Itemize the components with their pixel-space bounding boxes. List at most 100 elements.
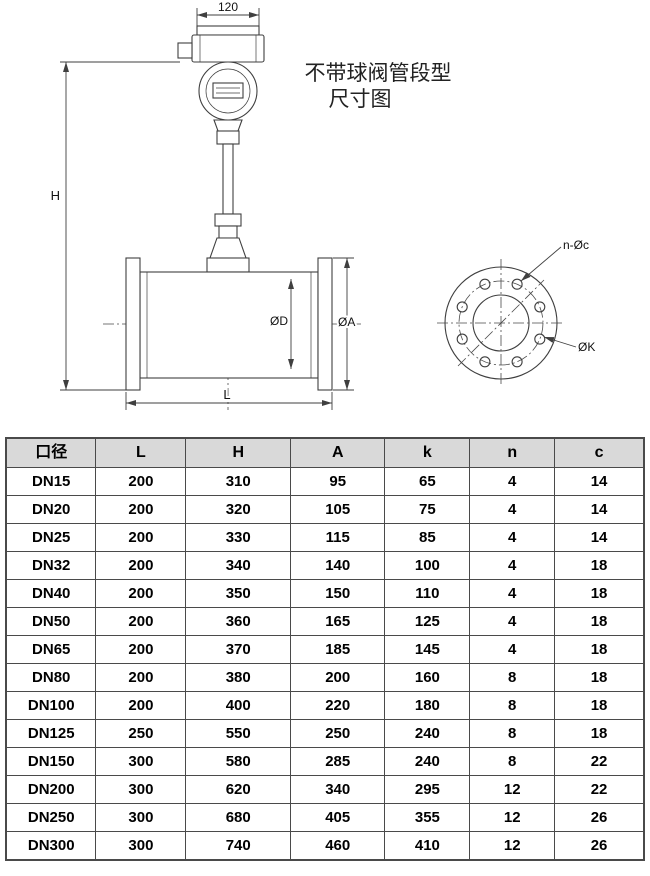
cell: 4: [469, 579, 556, 608]
cell: 200: [95, 579, 187, 608]
cell: 26: [554, 803, 645, 832]
row-label: DN300: [5, 831, 97, 861]
cell: 200: [95, 663, 187, 692]
cell: 4: [469, 523, 556, 552]
cell: 18: [554, 691, 645, 720]
cell: 285: [290, 747, 386, 776]
column-header-1: L: [95, 437, 187, 468]
row-label: DN80: [5, 663, 97, 692]
cell: 12: [469, 775, 556, 804]
flange-end-view: n-Øc ØK: [437, 238, 595, 387]
cell: 110: [384, 579, 471, 608]
dimension-H: H: [51, 61, 180, 391]
cell: 200: [95, 495, 187, 524]
cell: 200: [290, 663, 386, 692]
cell: 65: [384, 467, 471, 496]
row-label: DN15: [5, 467, 97, 496]
cell: 350: [185, 579, 292, 608]
cell: 12: [469, 803, 556, 832]
cell: 340: [185, 551, 292, 580]
cell: 220: [290, 691, 386, 720]
cell: 125: [384, 607, 471, 636]
cell: 740: [185, 831, 292, 861]
cell: 200: [95, 607, 187, 636]
technical-drawing: 120 H ØD ØA: [51, 0, 595, 410]
flowmeter-front-view: 120 H ØD ØA: [51, 0, 364, 410]
cell: 460: [290, 831, 386, 861]
cell: 200: [95, 523, 187, 552]
cell: 75: [384, 495, 471, 524]
cell: 320: [185, 495, 292, 524]
cell: 105: [290, 495, 386, 524]
cell: 22: [554, 747, 645, 776]
transmitter-head: [177, 25, 265, 121]
cell: 95: [290, 467, 386, 496]
row-label: DN250: [5, 803, 97, 832]
mounting-boss: [206, 257, 250, 273]
cell: 300: [95, 831, 187, 861]
cell: 14: [554, 467, 645, 496]
cell: 18: [554, 635, 645, 664]
cell: 405: [290, 803, 386, 832]
dim-120-label: 120: [218, 0, 238, 14]
cell: 4: [469, 551, 556, 580]
cell: 4: [469, 495, 556, 524]
row-label: DN100: [5, 691, 97, 720]
cell: 340: [290, 775, 386, 804]
cell: 200: [95, 691, 187, 720]
row-label: DN25: [5, 523, 97, 552]
pipe-body: [125, 257, 333, 391]
bolt-holes: [456, 278, 546, 368]
cell: 240: [384, 747, 471, 776]
dimension-D: ØD: [268, 279, 294, 369]
dim-a-label: ØA: [338, 315, 355, 329]
dim-h-label: H: [51, 188, 60, 203]
cell: 18: [554, 551, 645, 580]
hex-fitting-lower: [218, 225, 238, 239]
cell: 4: [469, 467, 556, 496]
cell: 400: [185, 691, 292, 720]
dimension-L: L: [125, 385, 333, 410]
column-header-3: A: [290, 437, 386, 468]
cell: 22: [554, 775, 645, 804]
cell: 4: [469, 635, 556, 664]
cell: 185: [290, 635, 386, 664]
cell: 620: [185, 775, 292, 804]
cell: 380: [185, 663, 292, 692]
lcd-display: [212, 82, 244, 99]
cell: 370: [185, 635, 292, 664]
cell: 8: [469, 719, 556, 748]
head-housing: [191, 34, 265, 63]
cell: 8: [469, 747, 556, 776]
cell: 300: [95, 803, 187, 832]
cell: 4: [469, 607, 556, 636]
cell: 150: [290, 579, 386, 608]
cell: 115: [290, 523, 386, 552]
row-label: DN150: [5, 747, 97, 776]
cell: 295: [384, 775, 471, 804]
cell: 550: [185, 719, 292, 748]
display-housing-inner: [205, 68, 251, 114]
cell: 250: [290, 719, 386, 748]
cell: 26: [554, 831, 645, 861]
left-flange: [125, 257, 141, 391]
cell: 680: [185, 803, 292, 832]
callout-bolt-holes: n-Øc: [520, 238, 589, 282]
hex-fitting-upper: [214, 213, 242, 227]
head-cap: [196, 25, 260, 36]
cell: 8: [469, 663, 556, 692]
cell: 8: [469, 691, 556, 720]
column-header-0: 口径: [5, 437, 97, 468]
cell: 330: [185, 523, 292, 552]
